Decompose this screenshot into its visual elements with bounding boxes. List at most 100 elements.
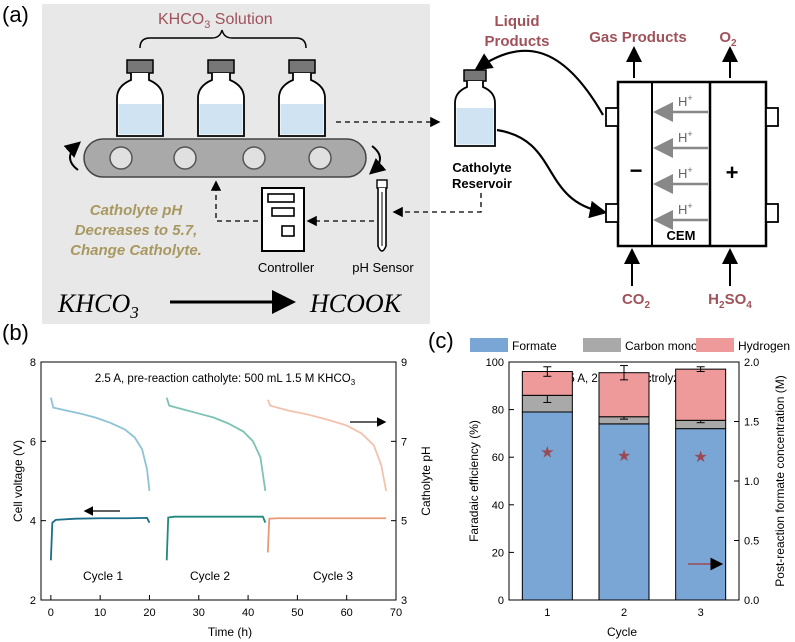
chart-c-legend: Formate Carbon monoxide Hydrogen: [470, 338, 790, 353]
voltage-line-cycle-1: [49, 516, 151, 561]
legend-hydrogen: Hydrogen: [738, 339, 790, 353]
bottles: [116, 59, 326, 137]
bottle-icon: [116, 59, 164, 137]
x-tick-label: 30: [193, 607, 205, 619]
bar-formate-cycle-2: [598, 423, 650, 601]
x-tick-label: 70: [390, 607, 402, 619]
o2-label: O2: [719, 29, 737, 49]
proton-label: H+: [678, 93, 693, 109]
reservoir-bottle-icon: [454, 69, 496, 147]
panel-a: (a) KHCO3 Solution: [2, 2, 779, 324]
tube-liquid-out: [474, 49, 604, 116]
ph-line-cycle-3: [266, 399, 388, 492]
rotate-left-icon: [63, 141, 82, 171]
cycle-2-label: Cycle 2: [190, 569, 230, 583]
chart-b-frame: [40, 361, 397, 601]
y-tick-label: 20: [492, 547, 504, 559]
y2-tick-label: 2.0: [744, 357, 759, 369]
x-tick-label: 40: [242, 607, 254, 619]
chart-b-y2label: Catholyte pH: [419, 446, 433, 515]
ph-line-cycle-1: [49, 397, 151, 492]
y-tick-label: 80: [492, 405, 504, 417]
anode-plus: +: [726, 160, 739, 185]
legend-swatch-co: [583, 338, 621, 352]
chart-b-series: [49, 397, 388, 561]
bottle-icon: [278, 59, 326, 137]
cem-label: CEM: [667, 228, 696, 243]
chart-b-xlabel: Time (h): [208, 625, 252, 639]
chart-b-x-axis: 0 10 20 30 40 50 60 70: [48, 595, 402, 619]
bar-formate-cycle-1: [521, 411, 573, 601]
y-tick-label: 6: [30, 436, 36, 448]
ph-note-line2: Decreases to 5.7,: [75, 222, 198, 239]
voltage-line-cycle-3: [266, 517, 387, 553]
rotate-right-icon: [368, 145, 387, 175]
ph-note-line3: Change Catholyte.: [70, 242, 202, 259]
legend-swatch-formate: [470, 338, 508, 352]
bottle-icon: [197, 59, 245, 137]
dashed-arrow-reservoir-to-sensor: [392, 193, 482, 218]
concentration-star-marker: ★: [693, 449, 707, 466]
legend-swatch-hydrogen: [696, 338, 734, 352]
bar-formate-cycle-3: [675, 428, 727, 601]
y2-tick-label: 9: [401, 357, 407, 369]
chart-b-y-axis: 2 4 6 8: [30, 357, 46, 607]
reaction-product: HCOOK: [309, 289, 403, 318]
gas-products-label: Gas Products: [589, 29, 687, 46]
cycle-1-label: Cycle 1: [83, 569, 123, 583]
ph-line-cycle-2: [165, 397, 267, 492]
legend-formate: Formate: [512, 339, 557, 353]
cathode-minus: −: [630, 158, 643, 183]
x-tick-label: 60: [341, 607, 353, 619]
chart-c-y2label: Post-reaction formate concentration (M): [773, 375, 787, 586]
controller-icon: [261, 187, 305, 252]
chart-c-y2-axis: 0.00.51.01.52.0: [734, 357, 759, 607]
y2-tick-label: 7: [401, 436, 407, 448]
y-tick-label: 8: [30, 357, 36, 369]
voltage-line-cycle-2: [165, 515, 267, 561]
ph-sensor-label: pH Sensor: [352, 260, 414, 275]
chart-c-bars: ★ ★ ★: [521, 365, 727, 601]
liquid-products-line1: Liquid: [495, 13, 540, 30]
x-tick-label: 0: [48, 607, 54, 619]
cycle-3-label: Cycle 3: [313, 569, 353, 583]
x-tick-label: 2: [621, 607, 627, 619]
concentration-star-marker: ★: [617, 448, 631, 465]
controller-label: Controller: [258, 260, 315, 275]
y2-tick-label: 1.0: [744, 476, 759, 488]
chart-b-ylabel: Cell voltage (V): [11, 440, 25, 522]
y2-tick-label: 3: [401, 595, 407, 607]
proton-arrows: [653, 102, 708, 230]
reaction-reactant: KHCO3: [57, 289, 139, 322]
reservoir-label-line2: Reservoir: [452, 176, 512, 191]
y-tick-label: 100: [486, 357, 504, 369]
x-tick-label: 20: [143, 607, 155, 619]
solution-label: KHCO3 Solution: [158, 11, 273, 31]
x-tick-label: 3: [698, 607, 704, 619]
x-tick-label: 10: [94, 607, 106, 619]
proton-label: H+: [678, 201, 693, 217]
solution-brace: [139, 29, 307, 49]
concentration-star-marker: ★: [540, 444, 554, 461]
tube-catholyte-in: [496, 128, 608, 219]
x-tick-label: 50: [291, 607, 303, 619]
ph-sensor-icon: [376, 179, 388, 252]
proton-label: H+: [678, 129, 693, 145]
liquid-products-line2: Products: [484, 33, 549, 50]
y2-tick-label: 0.0: [744, 595, 759, 607]
y-tick-label: 2: [30, 595, 36, 607]
x-tick-label: 1: [544, 607, 550, 619]
y-tick-label: 4: [30, 516, 36, 528]
chart-c-ylabel: Faradaic efficiency (%): [467, 420, 481, 542]
h2so4-label: H2SO4: [708, 291, 752, 311]
reservoir-label-line1: Catholyte: [452, 160, 511, 175]
conveyor-belt: [63, 138, 387, 178]
dashed-arrow-controller-to-conveyor: [210, 180, 258, 222]
bar-hydrogen-cycle-3: [675, 368, 727, 421]
proton-label: H+: [678, 165, 693, 181]
co2-label: CO2: [622, 291, 651, 311]
chart-b-annotation: 2.5 A, pre-reaction catholyte: 500 mL 1.…: [95, 373, 356, 387]
electrolyzer-cell: − + H+ H+ H+ H+ CEM: [605, 80, 779, 248]
